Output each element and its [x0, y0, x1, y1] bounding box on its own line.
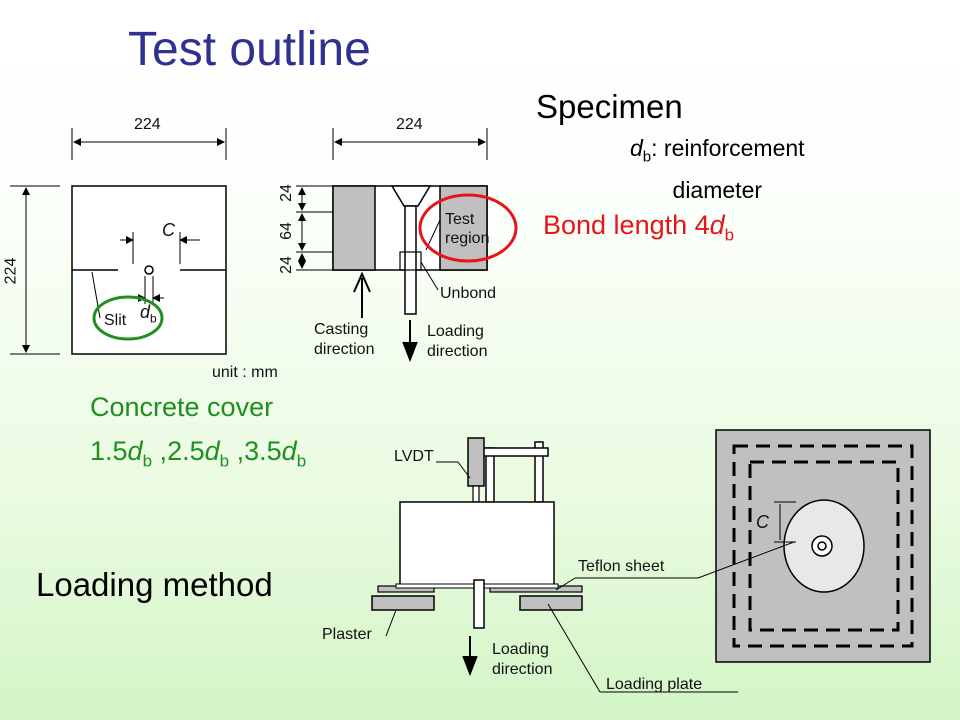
cover-label: C — [162, 220, 175, 240]
dim-width-right: 224 — [396, 116, 423, 133]
specimen-cross-section — [10, 128, 227, 355]
page-title: Test outline — [128, 23, 371, 76]
teflon-sheet-label: Teflon sheet — [578, 558, 665, 575]
db-description: db: reinforcement diameter — [630, 132, 805, 206]
loading-plate-plan — [697, 429, 931, 663]
concrete-cover-values: 1.5db ,2.5db ,3.5db — [90, 436, 307, 471]
plaster-label: Plaster — [322, 626, 372, 643]
unbond-label: Unbond — [440, 285, 497, 302]
bar-circle — [144, 265, 154, 275]
specimen-longitudinal-section — [296, 128, 518, 363]
specimen-heading: Specimen — [536, 88, 683, 125]
plate-cover-label: C — [756, 512, 769, 532]
dim-24-top: 24 — [277, 184, 295, 202]
lvdt-label: LVDT — [394, 448, 434, 465]
loading-apparatus — [371, 437, 738, 693]
dim-height: 224 — [2, 257, 20, 285]
db-description-line2: diameter — [672, 176, 763, 203]
db-description-line1: : reinforcement — [651, 135, 805, 161]
bond-length-label: Bond length 4db — [543, 210, 735, 245]
loading-plate-label: Loading plate — [606, 676, 703, 693]
loading-method-heading: Loading method — [36, 566, 273, 603]
dim-24-bottom: 24 — [277, 256, 295, 274]
concrete-cover-heading: Concrete cover — [90, 392, 274, 422]
slit-highlight — [92, 295, 164, 341]
db-subscript: b — [642, 148, 652, 166]
db-symbol: d — [630, 135, 643, 161]
dim-64: 64 — [277, 222, 295, 240]
test-region-highlight — [418, 193, 518, 263]
slit-label: Slit — [104, 312, 127, 329]
unit-label: unit : mm — [212, 364, 278, 381]
dim-width-left: 224 — [134, 116, 161, 133]
bar-label: db — [140, 302, 157, 326]
